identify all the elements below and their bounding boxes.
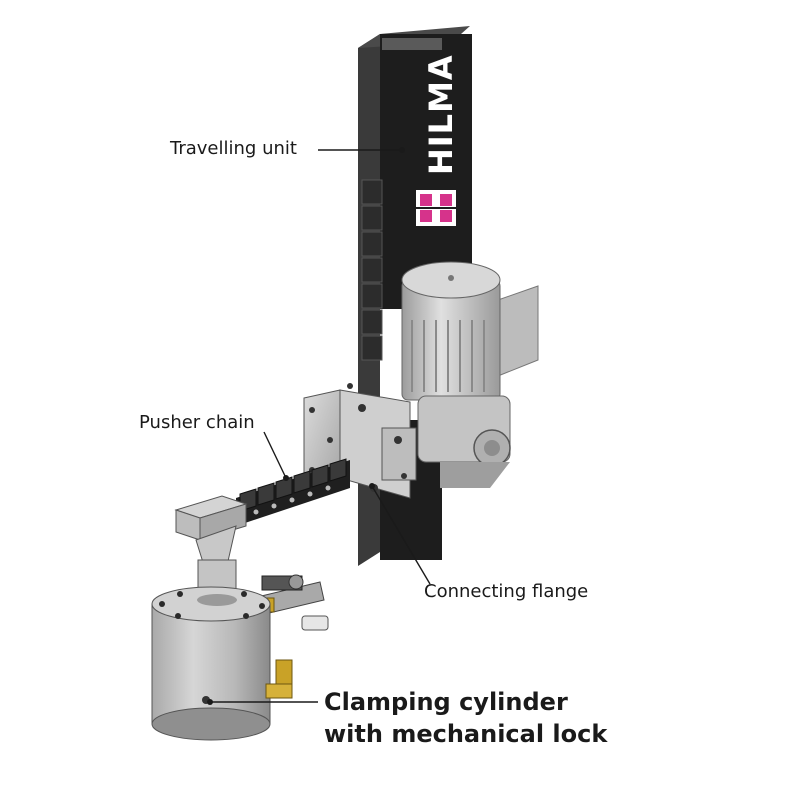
label-clamping-cylinder-line1: Clamping cylinder	[324, 688, 568, 716]
gear-output-hub	[484, 440, 500, 456]
chain-link	[361, 231, 383, 257]
chain-link	[361, 257, 383, 283]
chain-link	[361, 309, 383, 335]
flange-bolt	[347, 383, 353, 389]
cylinder-bolts	[159, 591, 265, 619]
chain-link	[361, 205, 383, 231]
leader-connecting-flange	[371, 485, 431, 585]
label-clamping-cylinder: Clamping cylinder with mechanical lock	[324, 686, 607, 750]
leader-dot	[207, 699, 213, 705]
brand-emblem-accent	[420, 210, 432, 222]
flange-bolt	[358, 404, 366, 412]
label-clamping-cylinder-line2: with mechanical lock	[324, 720, 608, 748]
brand-emblem-accent	[440, 210, 452, 222]
fitting-elbow	[265, 683, 293, 699]
label-connecting-flange: Connecting flange	[424, 581, 589, 602]
motor-cap-screw	[448, 275, 454, 281]
brand-emblem-accent	[440, 194, 452, 206]
gearbox-lower	[440, 462, 510, 488]
chain-link	[361, 335, 383, 361]
chain-link	[361, 179, 383, 205]
flange-bolt	[327, 437, 333, 443]
flange-bolt	[309, 407, 315, 413]
clamp-arm-side	[199, 503, 247, 541]
hilma-logo: HILMA	[416, 54, 460, 226]
flange-bolt	[401, 473, 407, 479]
chain-pins	[253, 485, 331, 515]
connecting-flange	[303, 383, 417, 499]
hydraulic-fitting	[265, 659, 293, 699]
flange-bolt	[394, 436, 402, 444]
column-top-slot	[382, 38, 442, 50]
label-travelling-unit: Travelling unit	[170, 138, 297, 159]
chain-links	[239, 458, 347, 512]
leader-pusher-chain	[263, 431, 287, 479]
chain-link	[361, 283, 383, 309]
cylinder-body	[151, 603, 271, 725]
cable-chain	[361, 179, 383, 361]
air-connector	[301, 615, 329, 631]
gearbox-block	[497, 285, 539, 377]
drive-motor	[401, 261, 539, 488]
leader-lines	[207, 147, 431, 705]
label-pusher-chain: Pusher chain	[139, 412, 255, 433]
pusher-chain	[236, 458, 350, 526]
lock-knob	[288, 574, 304, 590]
cylinder-bottom	[151, 707, 271, 741]
clamping-cylinder	[151, 495, 329, 741]
motor-fins	[411, 320, 485, 392]
leader-dot	[369, 483, 375, 489]
cylinder-rod-seal	[197, 594, 237, 606]
flange-bolt-plate	[381, 427, 417, 481]
brand-name: HILMA	[422, 54, 460, 175]
brand-emblem-accent	[420, 194, 432, 206]
leader-dot	[399, 147, 405, 153]
leader-dot	[283, 475, 289, 481]
